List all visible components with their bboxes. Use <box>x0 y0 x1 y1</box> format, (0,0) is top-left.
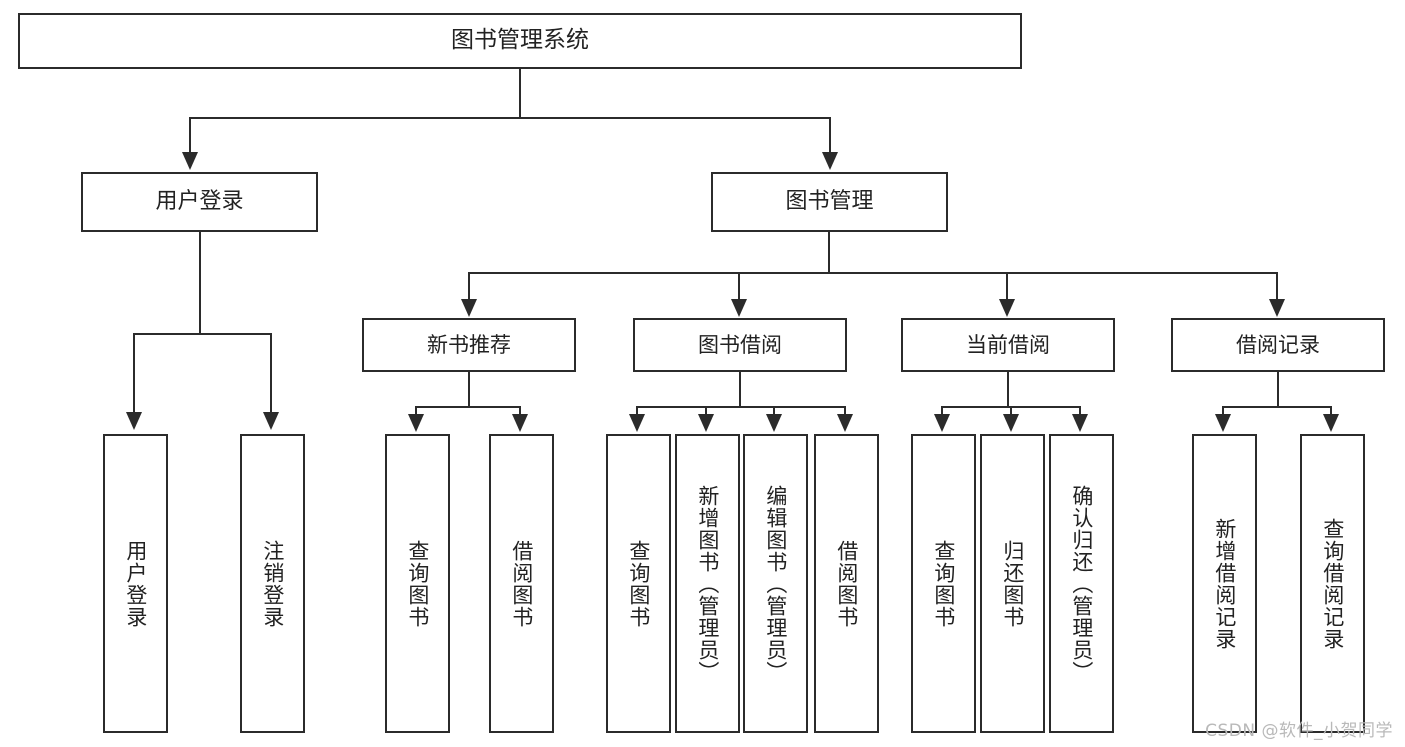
connector-user-login-trunk <box>199 232 201 334</box>
connector-user-login-bar <box>133 333 272 335</box>
node-label: 查询借阅记录 <box>1320 517 1345 650</box>
leaf-user-login-1[interactable]: 注销登录 <box>240 434 305 733</box>
node-book-borrow[interactable]: 图书借阅 <box>633 318 847 372</box>
connector-book-manage-trunk <box>828 232 830 273</box>
leaf-book-borrow-2[interactable]: 编辑图书（管理员） <box>743 434 808 733</box>
connector-book-borrow-trunk <box>739 372 741 407</box>
leaf-book-borrow-3[interactable]: 借阅图书 <box>814 434 879 733</box>
connector-book-borrow-drop-1 <box>705 406 707 415</box>
connector-l3-drop-2 <box>1006 272 1008 300</box>
node-label: 新增借阅记录 <box>1212 517 1237 650</box>
arrowhead-leaf-borrow-record-0 <box>1215 414 1231 432</box>
node-label: 归还图书 <box>1000 539 1025 628</box>
connector-root-bar <box>189 117 831 119</box>
arrowhead-to-user-login <box>182 152 198 170</box>
leaf-new-book-recommend-1[interactable]: 借阅图书 <box>489 434 554 733</box>
connector-current-borrow-drop-0 <box>941 406 943 415</box>
connector-book-manage-bar <box>468 272 1276 274</box>
node-label: 借阅图书 <box>509 539 534 628</box>
connector-current-borrow-drop-2 <box>1079 406 1081 415</box>
arrowhead-leaf-current-borrow-0 <box>934 414 950 432</box>
connector-l3-drop-3 <box>1276 272 1278 300</box>
connector-root-trunk <box>519 69 521 118</box>
connector-borrow-record-drop-1 <box>1330 406 1332 415</box>
connector-new-book-trunk <box>468 372 470 407</box>
connector-new-book-drop-1 <box>519 406 521 415</box>
node-current-borrow[interactable]: 当前借阅 <box>901 318 1115 372</box>
leaf-new-book-recommend-0[interactable]: 查询图书 <box>385 434 450 733</box>
node-label: 借阅记录 <box>1236 332 1320 357</box>
arrowhead-to-book-borrow <box>731 299 747 317</box>
connector-root-drop-left <box>189 117 191 153</box>
arrowhead-leaf-borrow-record-1 <box>1323 414 1339 432</box>
connector-borrow-record-trunk <box>1277 372 1279 407</box>
node-label: 用户登录 <box>123 539 148 628</box>
arrowhead-leaf-new-book-1 <box>512 414 528 432</box>
connector-new-book-drop-0 <box>415 406 417 415</box>
connector-user-login-drop-1 <box>133 333 135 413</box>
arrowhead-leaf-new-book-0 <box>408 414 424 432</box>
node-label: 新书推荐 <box>427 332 511 357</box>
node-label: 编辑图书（管理员） <box>763 484 788 683</box>
arrowhead-leaf-book-borrow-3 <box>837 414 853 432</box>
arrowhead-to-new-book-recommend <box>461 299 477 317</box>
arrowhead-to-current-borrow <box>999 299 1015 317</box>
node-label: 注销登录 <box>260 539 285 628</box>
node-label: 新增图书（管理员） <box>695 484 720 683</box>
arrowhead-leaf-user-login-1 <box>263 412 279 430</box>
leaf-borrow-record-1[interactable]: 查询借阅记录 <box>1300 434 1365 733</box>
node-label: 当前借阅 <box>966 332 1050 357</box>
connector-book-borrow-drop-2 <box>773 406 775 415</box>
leaf-book-borrow-0[interactable]: 查询图书 <box>606 434 671 733</box>
connector-l3-drop-0 <box>468 272 470 300</box>
connector-book-borrow-bar <box>636 406 846 408</box>
leaf-book-borrow-1[interactable]: 新增图书（管理员） <box>675 434 740 733</box>
leaf-current-borrow-2[interactable]: 确认归还（管理员） <box>1049 434 1114 733</box>
leaf-current-borrow-0[interactable]: 查询图书 <box>911 434 976 733</box>
node-label: 借阅图书 <box>834 539 859 628</box>
node-label: 图书管理系统 <box>451 27 589 54</box>
arrowhead-leaf-book-borrow-1 <box>698 414 714 432</box>
node-label: 查询图书 <box>405 539 430 628</box>
node-borrow-record[interactable]: 借阅记录 <box>1171 318 1385 372</box>
arrowhead-leaf-current-borrow-2 <box>1072 414 1088 432</box>
connector-borrow-record-drop-0 <box>1222 406 1224 415</box>
arrowhead-leaf-user-login-0 <box>126 412 142 430</box>
connector-new-book-bar <box>415 406 521 408</box>
arrowhead-to-borrow-record <box>1269 299 1285 317</box>
node-label: 图书管理 <box>785 189 874 215</box>
node-label: 图书借阅 <box>698 332 782 357</box>
node-user-login[interactable]: 用户登录 <box>81 172 318 232</box>
arrowhead-to-book-manage <box>822 152 838 170</box>
connector-book-borrow-drop-3 <box>844 406 846 415</box>
connector-current-borrow-drop-1 <box>1010 406 1012 415</box>
connector-current-borrow-trunk <box>1007 372 1009 407</box>
connector-borrow-record-bar <box>1222 406 1332 408</box>
node-root-system[interactable]: 图书管理系统 <box>18 13 1022 69</box>
connector-user-login-drop-2 <box>270 333 272 413</box>
connector-l3-drop-1 <box>738 272 740 300</box>
arrowhead-leaf-book-borrow-2 <box>766 414 782 432</box>
connector-root-drop-right <box>829 117 831 153</box>
node-label: 用户登录 <box>155 189 244 215</box>
leaf-borrow-record-0[interactable]: 新增借阅记录 <box>1192 434 1257 733</box>
node-label: 查询图书 <box>931 539 956 628</box>
leaf-user-login-0[interactable]: 用户登录 <box>103 434 168 733</box>
arrowhead-leaf-current-borrow-1 <box>1003 414 1019 432</box>
node-new-book-recommend[interactable]: 新书推荐 <box>362 318 576 372</box>
arrowhead-leaf-book-borrow-0 <box>629 414 645 432</box>
node-book-manage[interactable]: 图书管理 <box>711 172 948 232</box>
node-label: 查询图书 <box>626 539 651 628</box>
leaf-current-borrow-1[interactable]: 归还图书 <box>980 434 1045 733</box>
node-label: 确认归还（管理员） <box>1069 484 1094 683</box>
connector-book-borrow-drop-0 <box>636 406 638 415</box>
